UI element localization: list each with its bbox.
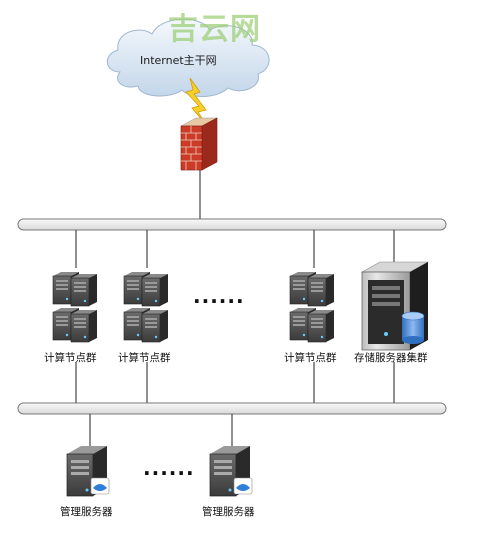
compute-cluster-2: [123, 271, 169, 343]
firewall-icon: [180, 117, 218, 171]
management-server-label-2: 管理服务器: [202, 506, 255, 518]
bottom-bus-links: [75, 362, 395, 403]
top-network-bus: [17, 218, 447, 231]
compute-cluster-label-2: 计算节点群: [118, 352, 171, 364]
compute-cluster-3: [289, 271, 335, 343]
compute-cluster-label-1: 计算节点群: [44, 352, 97, 364]
storage-server-icon: [360, 261, 430, 351]
compute-cluster-1: [52, 271, 98, 343]
management-server-2-icon: [209, 445, 253, 497]
watermark-logo: 吉云网: [168, 12, 261, 47]
compute-ellipsis: ......: [193, 284, 245, 308]
management-server-1-icon: [66, 445, 110, 497]
internet-label: Internet主干网: [140, 54, 217, 67]
compute-cluster-label-3: 计算节点群: [284, 352, 337, 364]
top-bus-links: [75, 230, 395, 268]
management-ellipsis: ......: [143, 456, 195, 480]
internet-cloud: [106, 18, 270, 97]
bottom-network-bus: [17, 402, 447, 415]
storage-cluster-label: 存储服务器集群: [354, 352, 428, 364]
management-links: [89, 414, 233, 448]
management-server-label-1: 管理服务器: [60, 506, 113, 518]
